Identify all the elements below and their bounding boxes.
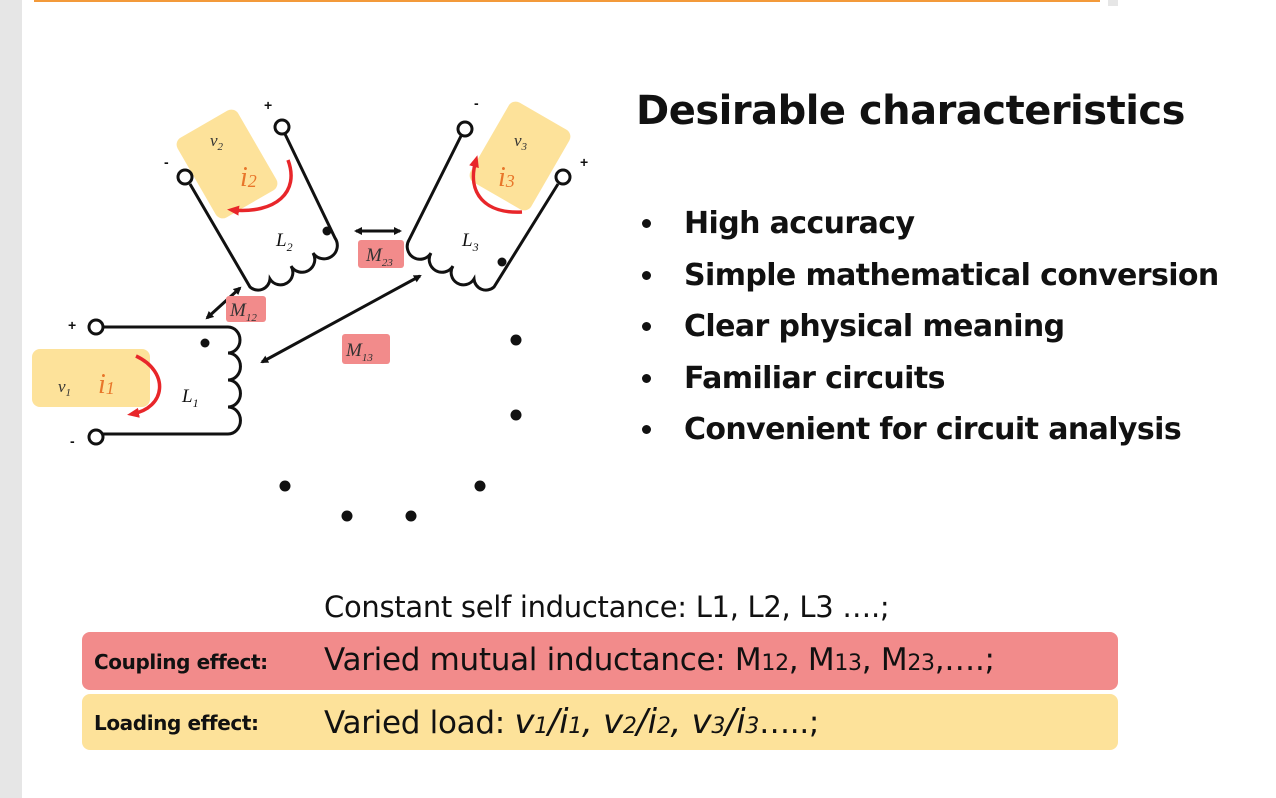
- list-item: High accuracy: [636, 206, 1219, 258]
- loading-effect-box: Loading effect: Varied load: v1/i1, v2/i…: [82, 694, 1118, 750]
- continuation-dots: [279, 334, 522, 522]
- coil2-dot: [322, 226, 332, 236]
- list-item-text: Simple mathematical conversion: [684, 257, 1219, 293]
- top-accent-line: [34, 0, 1100, 2]
- coil1-dot: [200, 338, 210, 348]
- list-item-text: Convenient for circuit analysis: [684, 412, 1182, 447]
- coil1-current: i1: [98, 369, 115, 400]
- m13-label: M13: [345, 340, 373, 364]
- bullet-dot-icon: [642, 270, 651, 280]
- left-margin-strip: [0, 0, 22, 798]
- bullet-dot-icon: [642, 322, 651, 331]
- m13-label-box: [342, 334, 390, 364]
- coil2-minus: -: [164, 154, 169, 170]
- coil1-minus: -: [70, 433, 75, 449]
- coil1-voltage: v1: [58, 377, 71, 399]
- characteristics-list: High accuracy Simple mathematical conver…: [636, 206, 1219, 464]
- coupling-effect-box: Coupling effect: Varied mutual inductanc…: [82, 632, 1118, 690]
- coil2-voltage: v2: [210, 131, 224, 153]
- list-item: Clear physical meaning: [636, 309, 1219, 361]
- coil2-current: i2: [240, 162, 257, 193]
- m23-label: M23: [365, 245, 393, 269]
- coil2-plus: +: [264, 97, 272, 113]
- coil2-current-arrow: [227, 159, 293, 216]
- coupling-effect-text: Varied mutual inductance: M12, M13, M23,…: [324, 642, 995, 678]
- bullet-dot-icon: [642, 373, 651, 383]
- coil1: [87, 318, 242, 446]
- coil3-plus: +: [580, 154, 588, 170]
- bullet-dot-icon: [642, 219, 651, 228]
- coil3-minus: -: [474, 95, 479, 111]
- list-item: Familiar circuits: [636, 361, 1219, 413]
- coil3-current-arrow: [469, 155, 523, 214]
- coil1-plus: +: [68, 317, 76, 333]
- coil3-dot: [497, 257, 507, 267]
- loading-effect-text: Varied load: v1/i1, v2/i2, v3/i3…..;: [324, 702, 820, 742]
- coil1-load-patch: [32, 349, 150, 407]
- coil1-inductance: L1: [181, 386, 199, 410]
- coupled-inductor-diagram: + - v1 i1 L1 + - v2 i2 L2 - + v3 i3 L3: [32, 95, 588, 522]
- coil3-inductance: L3: [461, 230, 479, 254]
- list-item: Convenient for circuit analysis: [636, 412, 1219, 464]
- top-corner-mark: [1108, 0, 1118, 6]
- m12-arrow: [205, 286, 242, 320]
- m23-label-box: [358, 240, 404, 268]
- list-item: Simple mathematical conversion: [636, 258, 1219, 310]
- coil3-voltage: v3: [514, 131, 528, 153]
- loading-effect-tag: Loading effect:: [94, 711, 259, 735]
- list-item-text: Clear physical meaning: [684, 309, 1065, 344]
- coupling-effect-tag: Coupling effect:: [94, 650, 268, 674]
- list-item-text: Familiar circuits: [684, 360, 945, 396]
- m12-label: M12: [229, 300, 257, 324]
- coil3: [405, 120, 572, 292]
- m12-label-box: [226, 296, 266, 322]
- page-title: Desirable characteristics: [636, 88, 1185, 134]
- bullet-dot-icon: [642, 425, 651, 434]
- coil1-current-arrow: [127, 354, 162, 418]
- m13-arrow: [260, 274, 422, 364]
- coil2-load-patch: [176, 109, 278, 219]
- list-item-text: High accuracy: [684, 206, 915, 241]
- constant-self-inductance-line: Constant self inductance: L1, L2, L3 ….;: [324, 590, 890, 624]
- coil2-inductance: L2: [275, 230, 293, 254]
- coil3-current: i3: [498, 162, 515, 193]
- coil3-load-patch: [469, 101, 571, 211]
